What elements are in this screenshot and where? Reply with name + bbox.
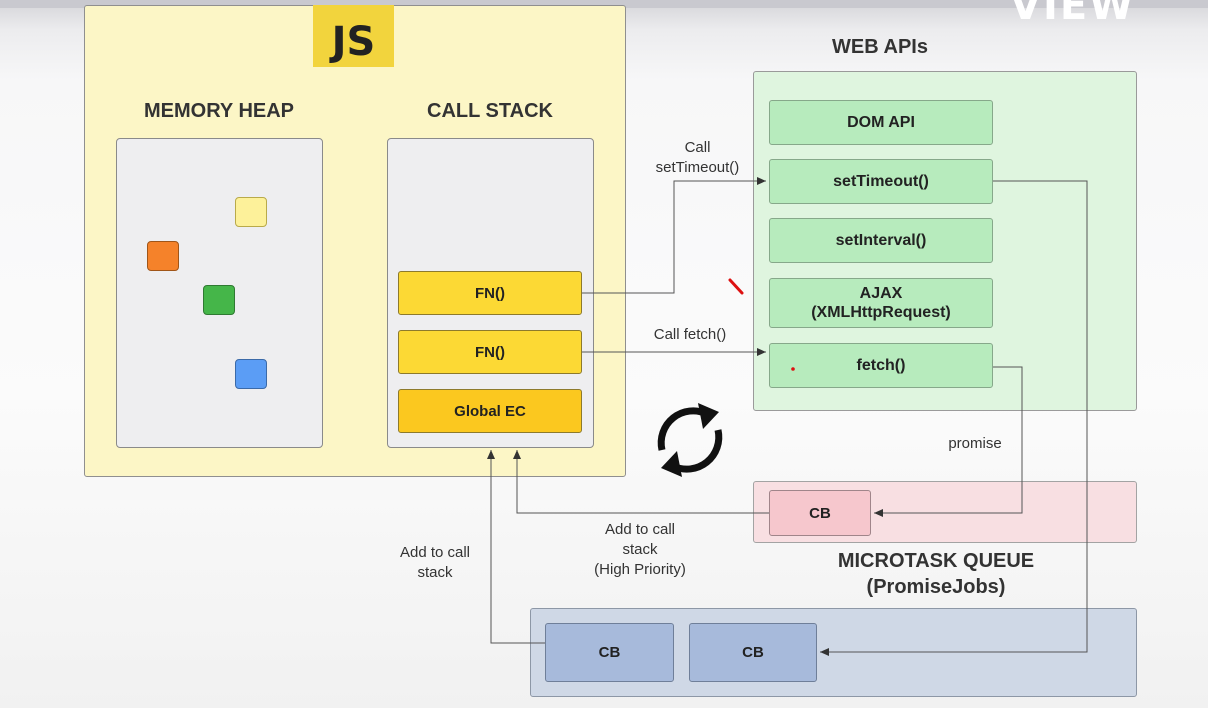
arrow-fetch-to-microtask [874,366,1023,517]
label-call-settimeout: Call setTimeout() [655,139,740,176]
arrow-microtask-to-stack [513,450,769,514]
label-add-to-stack: Add to call stack [399,544,471,581]
watermark-brand: VIEW [1010,0,1136,29]
stack-frame-fn: FN() [398,330,582,374]
web-apis-title: WEB APIs [832,36,928,58]
stack-frame-fn-top: FN() [398,271,582,315]
web-api-ajax: AJAX (XMLHttpRequest) [769,278,993,328]
web-api-settimeout: setTimeout() [769,159,993,204]
heap-object-yellow [235,197,267,227]
event-loop-icon [657,403,723,477]
task-callback-1: CB [545,623,674,682]
heap-object-blue [235,359,267,389]
microtask-callback: CB [769,490,871,536]
label-promise: promise [948,435,1002,452]
memory-heap-title: MEMORY HEAP [143,100,295,122]
arrow-fn-to-settimeout [582,177,766,294]
stack-frame-global-ec: Global EC [398,389,582,433]
label-call-fetch: Call fetch() [653,326,727,343]
top-strip [0,0,1208,8]
annotation-mark [728,278,744,295]
arrow-settimeout-to-task [820,180,1088,656]
web-api-dom: DOM API [769,100,993,145]
label-add-to-stack-priority: Add to call stack (High Priority) [594,521,686,578]
js-logo: JS [313,5,394,67]
arrow-task-to-stack [487,450,545,644]
annotation-dot [791,367,795,371]
web-api-fetch: fetch() [769,343,993,388]
task-callback-2: CB [689,623,817,682]
web-api-setinterval: setInterval() [769,218,993,263]
heap-object-green [203,285,235,315]
heap-object-orange [147,241,179,271]
microtask-queue-title: MICROTASK QUEUE (PromiseJobs) [837,550,1035,598]
call-stack-title: CALL STACK [427,100,553,122]
